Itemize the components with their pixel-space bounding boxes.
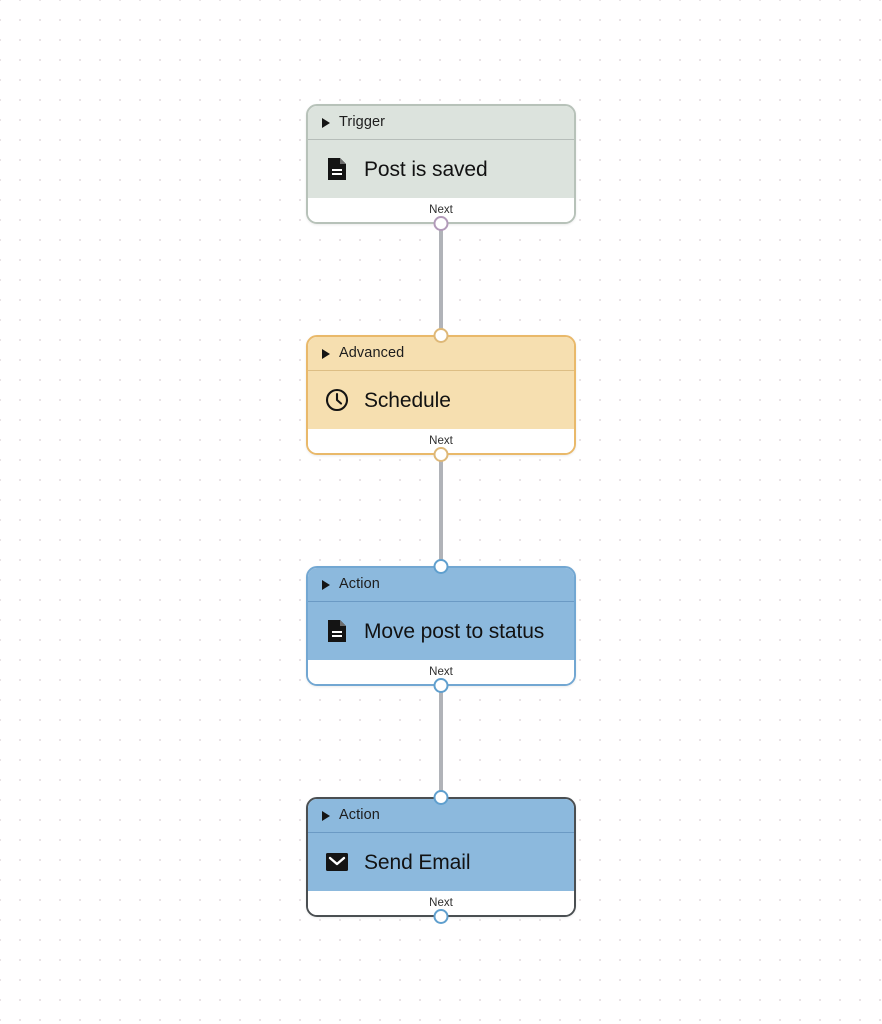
workflow-node-send-email[interactable]: Action Send Email Next: [306, 790, 576, 924]
node-body[interactable]: Send Email: [308, 833, 574, 891]
node-category-label: Action: [339, 807, 380, 824]
envelope-icon: [324, 849, 350, 875]
node-header[interactable]: Trigger: [308, 106, 574, 140]
node-category-label: Advanced: [339, 345, 405, 362]
disclosure-triangle-icon[interactable]: [322, 810, 330, 821]
workflow-node-advanced[interactable]: Advanced Schedule Next: [306, 328, 576, 462]
node-title: Schedule: [364, 388, 451, 412]
disclosure-triangle-icon[interactable]: [322, 579, 330, 590]
workflow-node-move-post-to-status[interactable]: Action Move post to status Next: [306, 559, 576, 693]
output-port-next[interactable]: [433, 447, 449, 462]
disclosure-triangle-icon[interactable]: [322, 117, 330, 128]
input-port[interactable]: [433, 328, 449, 343]
node-body[interactable]: Post is saved: [308, 140, 574, 198]
clock-icon: [324, 387, 350, 413]
node-body[interactable]: Move post to status: [308, 602, 574, 660]
disclosure-triangle-icon[interactable]: [322, 348, 330, 359]
node-body[interactable]: Schedule: [308, 371, 574, 429]
output-port-next[interactable]: [433, 678, 449, 693]
node-title: Move post to status: [364, 619, 545, 643]
document-icon: [324, 156, 350, 182]
input-port[interactable]: [433, 559, 449, 574]
workflow-node-trigger[interactable]: Trigger Post is saved Next: [306, 104, 576, 231]
document-icon: [324, 618, 350, 644]
node-title: Post is saved: [364, 157, 488, 181]
node-category-label: Action: [339, 576, 380, 593]
node-title: Send Email: [364, 850, 471, 874]
output-port-next[interactable]: [433, 909, 449, 924]
node-category-label: Trigger: [339, 114, 386, 131]
output-port-next[interactable]: [433, 216, 449, 231]
input-port[interactable]: [433, 790, 449, 805]
